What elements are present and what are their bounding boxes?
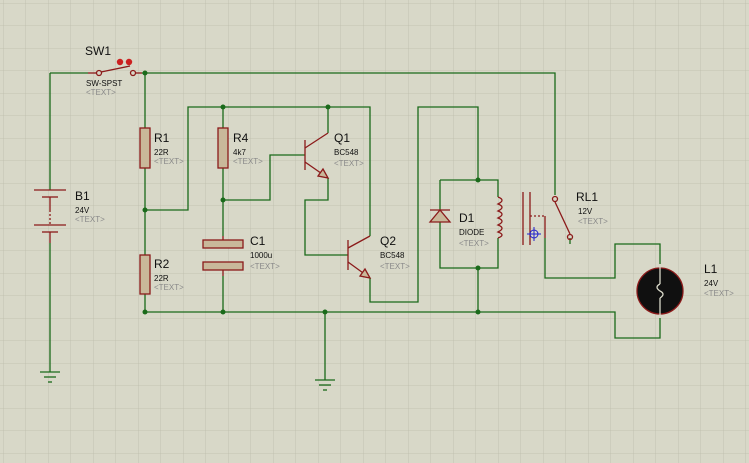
transistor-q2[interactable]: Q2 BC548 <TEXT> [347, 234, 410, 279]
resistor-r4[interactable]: R4 4k7 <TEXT> [217, 127, 263, 169]
rl1-value: 12V [578, 207, 593, 216]
capacitor-c1[interactable]: C1 1000u <TEXT> [202, 234, 280, 276]
q2-ref: Q2 [380, 234, 396, 248]
q2-text: <TEXT> [380, 262, 410, 271]
c1-ref: C1 [250, 234, 266, 248]
cursor-crosshair-icon [527, 227, 541, 241]
q1-ref: Q1 [334, 131, 350, 145]
ground-icon [40, 371, 60, 383]
l1-ref: L1 [704, 262, 718, 276]
q1-value: BC548 [334, 148, 359, 157]
r1-text: <TEXT> [154, 157, 184, 166]
resistor-r2[interactable]: R2 22R <TEXT> [139, 254, 184, 295]
r1-value: 22R [154, 148, 169, 157]
r2-ref: R2 [154, 257, 170, 271]
lamp-l1[interactable]: L1 24V <TEXT> [636, 262, 734, 318]
sw1-value: SW-SPST [86, 79, 122, 88]
b1-ref: B1 [75, 189, 90, 203]
transistor-q1[interactable]: Q1 BC548 <TEXT> [304, 131, 364, 179]
resistor-r1[interactable]: R1 22R <TEXT> [139, 127, 184, 169]
b1-value: 24V [75, 206, 90, 215]
d1-text: <TEXT> [459, 239, 489, 248]
sw1-text: <TEXT> [86, 88, 116, 97]
l1-text: <TEXT> [704, 289, 734, 298]
switch-sw1[interactable]: SW1 SW-SPST <TEXT> [85, 44, 142, 97]
r2-value: 22R [154, 274, 169, 283]
rl1-ref: RL1 [576, 190, 598, 204]
diode-d1[interactable]: D1 DIODE <TEXT> [428, 208, 489, 248]
battery-b1[interactable]: B1 24V <TEXT> [34, 189, 105, 243]
rl1-text: <TEXT> [578, 217, 608, 226]
relay-rl1[interactable]: RL1 12V <TEXT> [496, 190, 608, 245]
d1-value: DIODE [459, 228, 484, 237]
ground-icon [315, 379, 335, 391]
r4-text: <TEXT> [233, 157, 263, 166]
sw1-ref: SW1 [85, 44, 111, 58]
r2-text: <TEXT> [154, 283, 184, 292]
d1-ref: D1 [459, 211, 475, 225]
probe-dot-icon [116, 58, 124, 66]
junctions [142, 70, 481, 315]
q1-text: <TEXT> [334, 159, 364, 168]
q2-value: BC548 [380, 251, 405, 260]
r4-value: 4k7 [233, 148, 246, 157]
probe-dot-icon [125, 58, 133, 66]
r4-ref: R4 [233, 131, 249, 145]
c1-text: <TEXT> [250, 262, 280, 271]
b1-text: <TEXT> [75, 215, 105, 224]
r1-ref: R1 [154, 131, 170, 145]
c1-value: 1000u [250, 251, 272, 260]
l1-value: 24V [704, 279, 719, 288]
